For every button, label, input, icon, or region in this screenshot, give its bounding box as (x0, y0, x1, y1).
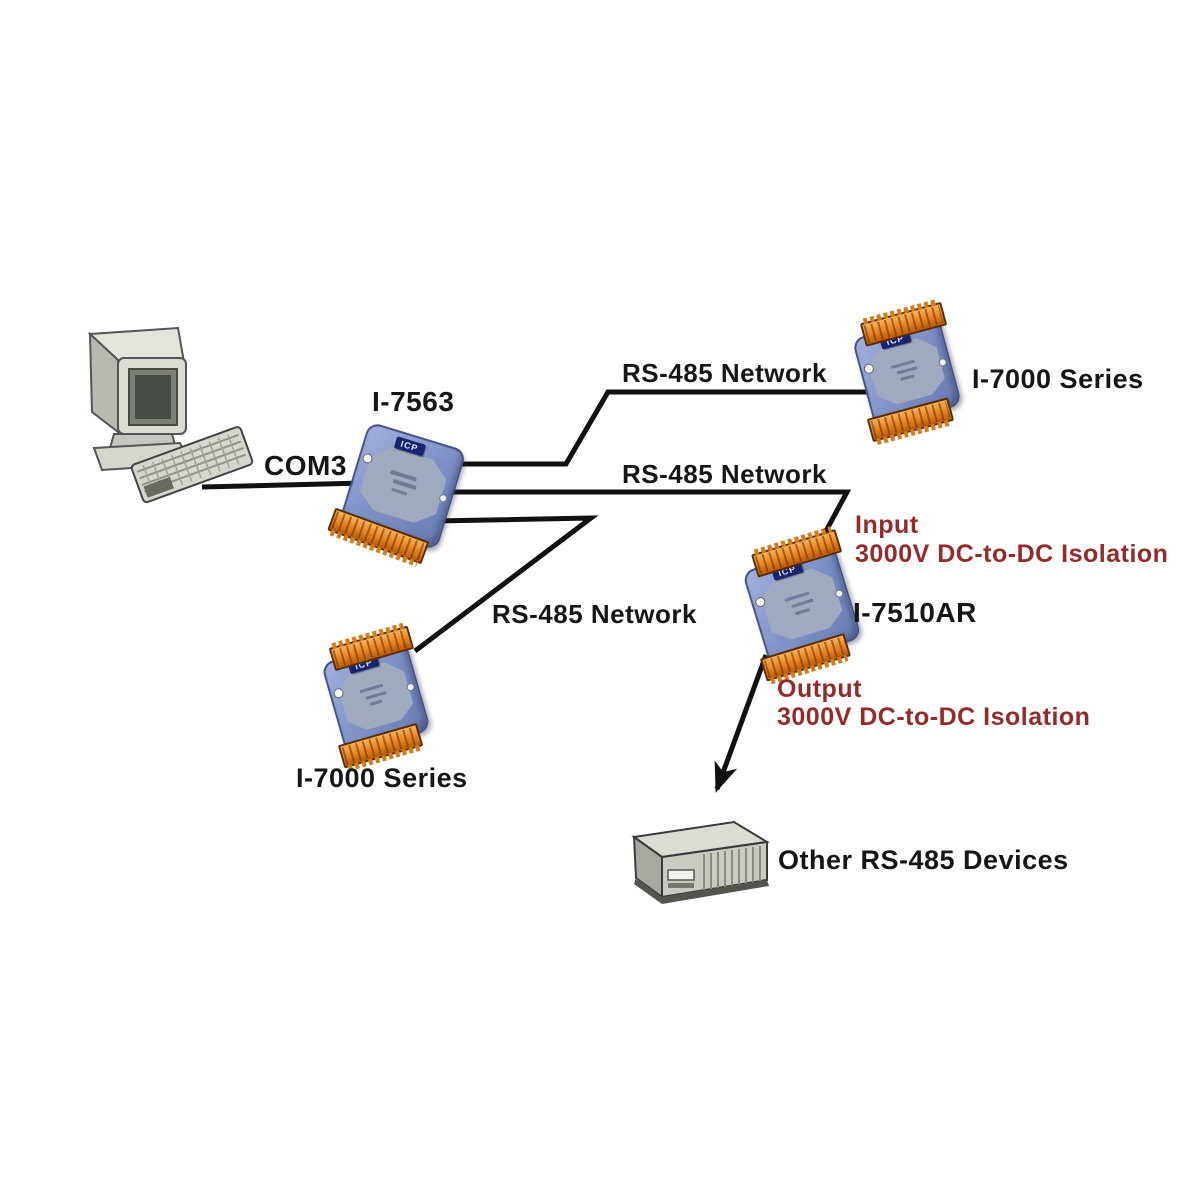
label-i7000-top-right: I-7000 Series (972, 364, 1144, 394)
device-box-icon (631, 820, 770, 904)
label-rs485-middle: RS-485 Network (622, 459, 827, 489)
label-com3: COM3 (264, 450, 347, 481)
plate-text-bar (795, 608, 810, 615)
wire-rs485-lower (413, 515, 599, 653)
box-drive-slot (667, 869, 695, 881)
box-bottom-shadow (634, 878, 769, 904)
label-input-isolation: 3000V DC-to-DC Isolation (855, 540, 1169, 568)
plate-text-bar (897, 366, 918, 374)
other-device-chassis (612, 812, 782, 907)
label-input: Input (855, 511, 919, 539)
label-i7510ar: I-7510AR (853, 597, 977, 628)
label-rs485-lower: RS-485 Network (492, 599, 697, 629)
label-other-devices: Other RS-485 Devices (778, 845, 1069, 875)
keyboard-icon (130, 426, 254, 504)
wire-rs485-top (448, 389, 872, 467)
plate-text-bar (791, 598, 813, 608)
box-vent-lines (703, 846, 761, 890)
wire-output-arrow (714, 654, 769, 793)
label-output-isolation: 3000V DC-to-DC Isolation (777, 703, 1091, 731)
plate-text-bar (369, 700, 383, 707)
label-i7563: I-7563 (372, 386, 455, 417)
monitor-screen-inner (135, 375, 171, 419)
plate-text-bar (392, 479, 416, 489)
computer-icon (87, 326, 254, 504)
monitor-side-face (88, 331, 119, 435)
wire-com3 (201, 480, 365, 490)
plate-text-bar (366, 691, 387, 700)
box-front-bar (668, 883, 694, 888)
host-computer (78, 322, 338, 522)
label-rs485-top: RS-485 Network (622, 358, 827, 388)
keyboard-slot (143, 476, 174, 498)
label-i7000-bottom-left: I-7000 Series (296, 763, 468, 793)
plate-text-bar (900, 375, 914, 381)
label-output: Output (777, 675, 862, 703)
plate-text-bar (391, 488, 407, 496)
